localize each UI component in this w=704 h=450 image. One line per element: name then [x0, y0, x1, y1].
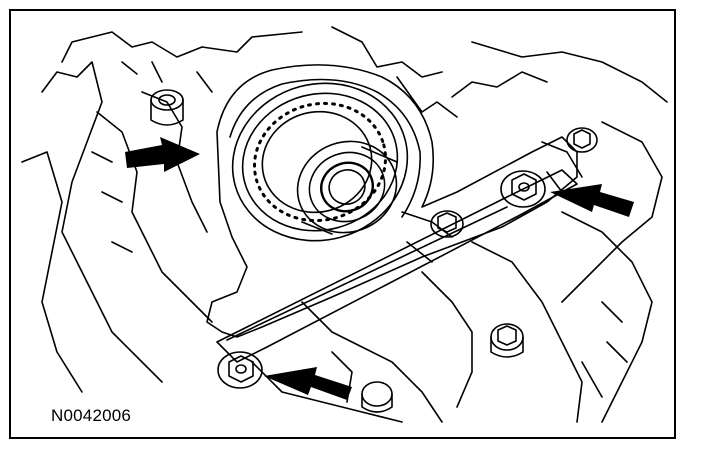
- crankshaft-nose: [296, 140, 398, 235]
- bolt-lower-middle: [490, 323, 524, 358]
- engine-block-outline: [21, 26, 668, 423]
- arrow-to-upper-bolt-icon: [550, 184, 634, 217]
- upper-left-boss: [150, 89, 184, 126]
- bolt-lower-left: [217, 351, 263, 389]
- bolt-bottom: [361, 381, 393, 413]
- figure-id-label: N0042006: [49, 406, 134, 426]
- crankshaft-front-seal: [231, 82, 409, 242]
- pointer-arrows: [125, 137, 634, 400]
- bolt-top-right: [566, 127, 598, 153]
- front-cover: [206, 64, 578, 338]
- arrow-to-lower-bolt-icon: [264, 367, 352, 400]
- bracket: [216, 169, 578, 363]
- illustration-frame: N0042006: [9, 9, 676, 439]
- bolt-center: [430, 210, 464, 238]
- bolt-upper-right: [500, 170, 546, 208]
- engine-front-line-drawing: [21, 26, 668, 423]
- arrow-to-cover-icon: [125, 137, 200, 172]
